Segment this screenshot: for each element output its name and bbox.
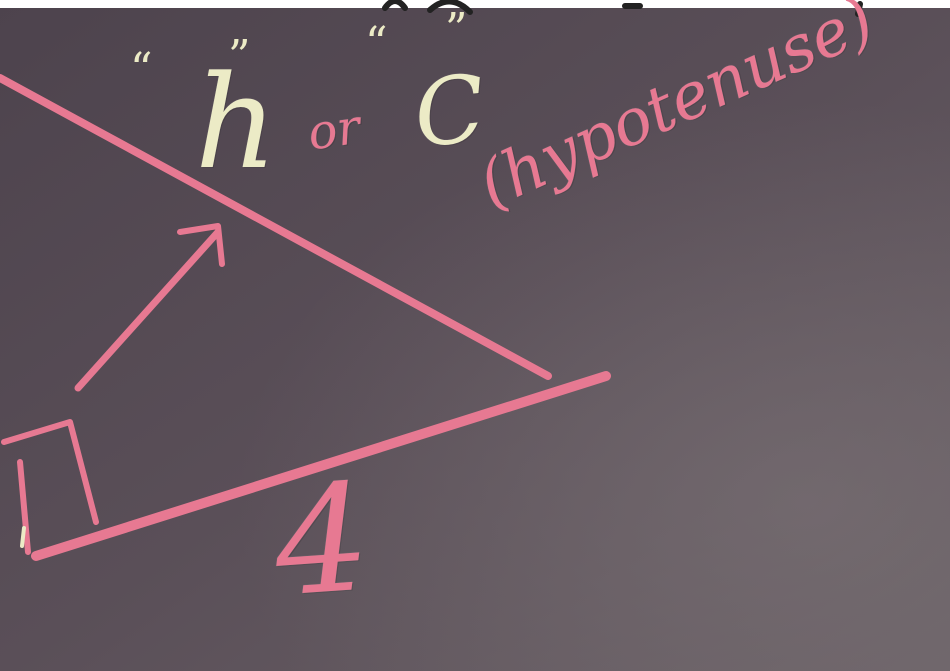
hypotenuse-line <box>0 74 552 380</box>
top-white-strip <box>0 0 950 8</box>
label-or: or <box>304 98 364 162</box>
cropped-chalk-marks <box>382 0 863 17</box>
close-quote-h: ” <box>228 31 251 82</box>
label-side-length: 4 <box>269 451 376 630</box>
open-quote-c: “ <box>365 18 388 69</box>
base-line <box>31 371 611 561</box>
right-triangle <box>0 74 611 561</box>
open-quote-h: “ <box>130 44 153 95</box>
vertical-edge <box>17 459 31 555</box>
close-quote-c: ” <box>445 4 468 55</box>
label-h: h <box>195 49 278 198</box>
label-c: C <box>409 54 491 169</box>
right-angle-marker <box>1 419 99 525</box>
pointer-arrow <box>74 228 222 392</box>
vertex-tick <box>20 526 26 548</box>
pointer-arrowhead <box>177 223 225 267</box>
